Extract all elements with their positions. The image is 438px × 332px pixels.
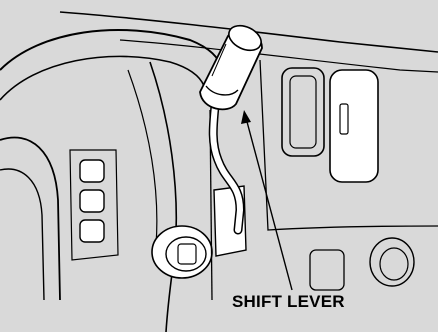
ignition-cylinder [152, 226, 212, 278]
column-switch-1 [80, 160, 104, 182]
ignition-key-slot [178, 244, 196, 264]
air-vent-right-slot [340, 104, 348, 134]
column-switch-2 [80, 190, 104, 212]
shift-lever-label: SHIFT LEVER [232, 292, 345, 312]
air-vent-right [330, 70, 378, 182]
column-switch-buttons [80, 160, 104, 242]
column-switch-3 [80, 220, 104, 242]
air-vent-right-frame [330, 70, 378, 182]
